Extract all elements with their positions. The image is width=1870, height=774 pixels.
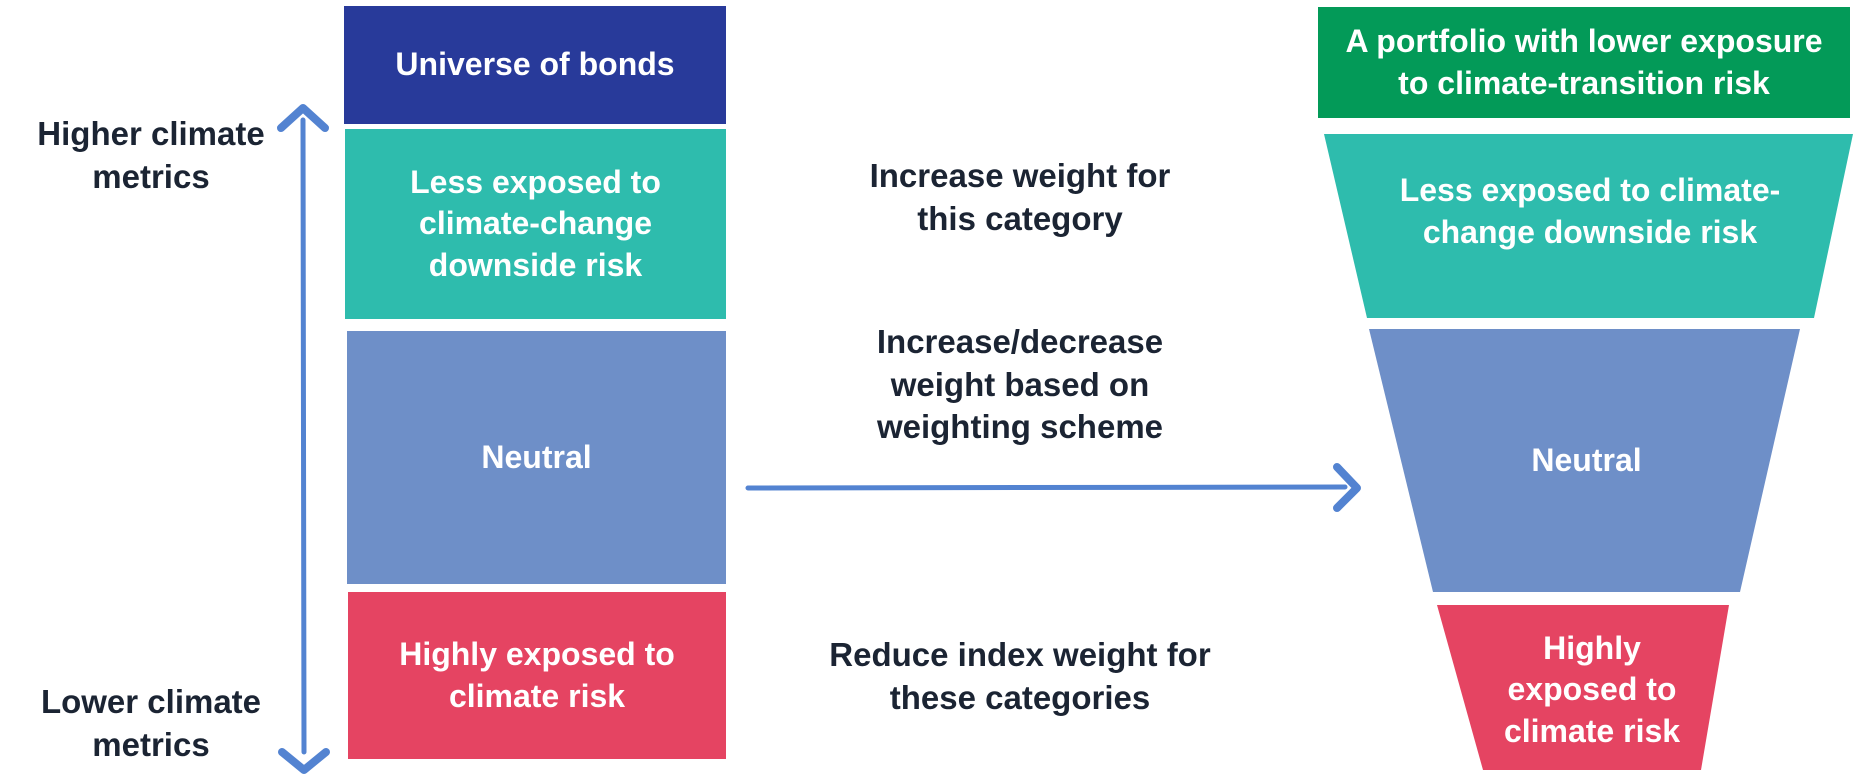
increase-weight-label: Increase weight for this category	[869, 157, 1171, 237]
reduce-weight-label: Reduce index weight for these categories	[829, 636, 1211, 716]
adjust-weight-label: Increase/decrease weight based on weight…	[876, 322, 1164, 446]
portfolio-label: A portfolio with lower exposure to clima…	[1345, 22, 1823, 101]
universe-label: Universe of bonds	[395, 46, 675, 83]
right-highly-exposed-segment	[1437, 605, 1729, 770]
left-highly-exposed-label: Highly exposed to climate risk	[399, 635, 675, 714]
universe-box	[344, 6, 726, 124]
axis-bottom-label: Lower climate metrics	[40, 683, 262, 763]
left-less-exposed-box	[345, 129, 726, 319]
horizontal-arrow	[745, 484, 1348, 491]
right-highly-exposed-label: Highly exposed to climate risk	[1503, 629, 1681, 749]
right-neutral-label: Neutral	[1531, 441, 1642, 478]
vertical-axis-arrow	[300, 117, 307, 755]
left-neutral-label: Neutral	[481, 438, 592, 475]
left-less-exposed-label: Less exposed to climate-change downside …	[410, 163, 661, 283]
right-neutral-segment	[1369, 329, 1800, 592]
left-highly-exposed-box	[348, 592, 726, 759]
axis-top-label: Higher climate metrics	[37, 115, 265, 195]
arrowhead-down-icon	[278, 748, 330, 774]
right-less-exposed-label: Less exposed to climate- change downside…	[1399, 172, 1781, 250]
arrowhead-right-icon	[1333, 463, 1361, 512]
portfolio-box	[1318, 7, 1850, 118]
right-less-exposed-segment	[1324, 134, 1853, 318]
arrowhead-up-icon	[277, 104, 329, 132]
left-neutral-box	[347, 331, 726, 584]
